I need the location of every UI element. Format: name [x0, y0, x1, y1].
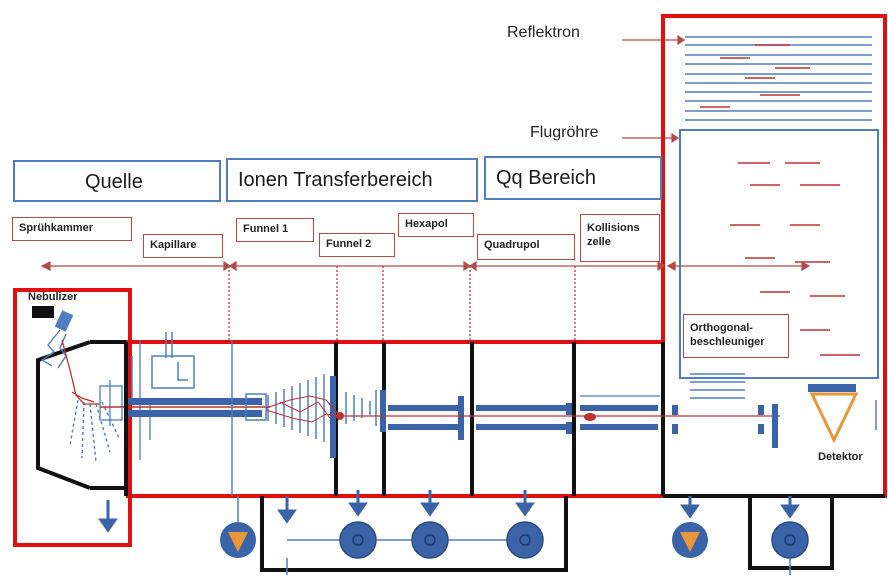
nebulizer-head	[32, 306, 54, 318]
orthogonal-accelerator	[672, 404, 778, 448]
tag-spruehkammer: Sprühkammer	[12, 217, 132, 241]
tag-quadrupol: Quadrupol	[477, 234, 575, 260]
funnel2-plate	[380, 390, 386, 432]
flight-ion-traces	[730, 162, 860, 356]
tag-kollisionszelle: Kollisions zelle	[580, 214, 660, 262]
label-arrows	[622, 34, 686, 144]
capillary-exit	[245, 393, 267, 421]
reflektron-label: Reflektron	[507, 24, 580, 41]
collision-upper	[580, 405, 658, 411]
nebulizer-nozzle	[54, 310, 74, 332]
tag-funnel2: Funnel 2	[319, 233, 395, 257]
flugroehre-label: Flugröhre	[530, 124, 599, 141]
reflektron-mirror	[685, 36, 872, 121]
section-separators	[228, 266, 576, 340]
section-quelle: Quelle	[13, 160, 221, 202]
region-span-arrow	[40, 260, 811, 272]
orthogonal-line2: beschleuniger	[690, 336, 765, 348]
capillary-lower	[128, 410, 262, 417]
tag-kapillare: Kapillare	[143, 234, 223, 258]
funnel2-electrodes	[345, 390, 377, 426]
hexapol-upper	[388, 405, 464, 411]
pump-arrows	[98, 490, 800, 533]
orthogonal-line1: Orthogonal-	[690, 322, 753, 334]
tag-hexapol: Hexapol	[398, 213, 474, 237]
pusher-plates	[690, 373, 745, 399]
quadrupol-upper	[476, 405, 566, 411]
flugroehre-box	[679, 129, 879, 379]
detector-plate	[808, 384, 856, 392]
pump-manifold	[260, 494, 885, 572]
detector-cone	[809, 392, 859, 444]
spray-trace	[61, 339, 100, 405]
chamber-walls	[124, 342, 665, 496]
quadrupol-lower	[476, 424, 566, 430]
section-ionen-transfer: Ionen Transferbereich	[226, 158, 478, 202]
tag-funnel1: Funnel 1	[236, 218, 314, 242]
kollisionszelle-line1: Kollisions	[587, 222, 640, 234]
hexapol-lens	[458, 396, 464, 440]
capillary-upper	[128, 398, 262, 405]
capillary-heater	[131, 332, 195, 398]
section-qq-bereich: Qq Bereich	[484, 156, 662, 200]
quadrupol-lens-b	[566, 422, 572, 434]
funnel-ion-cloud	[265, 395, 341, 423]
spray-chamber	[36, 340, 126, 490]
funnel1-plate	[330, 376, 336, 458]
red-frames	[13, 14, 887, 547]
hexapol-lower	[388, 424, 464, 430]
kollisionszelle-line2: zelle	[587, 236, 611, 248]
fore-pumps	[220, 522, 708, 558]
funnel1-electrodes	[267, 374, 325, 442]
collision-point	[584, 413, 596, 421]
collision-lower	[580, 424, 658, 430]
quadrupol-lens-a	[566, 403, 572, 415]
detektor-label: Detektor	[818, 451, 863, 463]
spray-lines	[40, 329, 121, 463]
nebulizer-label: Nebulizer	[28, 291, 78, 303]
tag-orthogonalbeschleuniger: Orthogonal- beschleuniger	[683, 314, 789, 358]
